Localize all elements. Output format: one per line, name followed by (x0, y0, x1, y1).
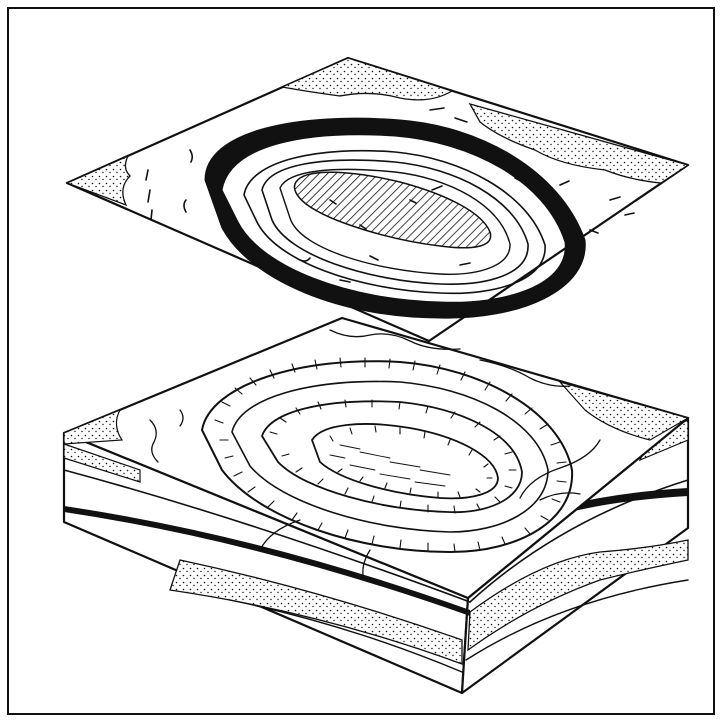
block-top-stipple-left (64, 410, 122, 444)
block-diagram (64, 318, 688, 693)
geologic-map-plane (67, 58, 688, 341)
